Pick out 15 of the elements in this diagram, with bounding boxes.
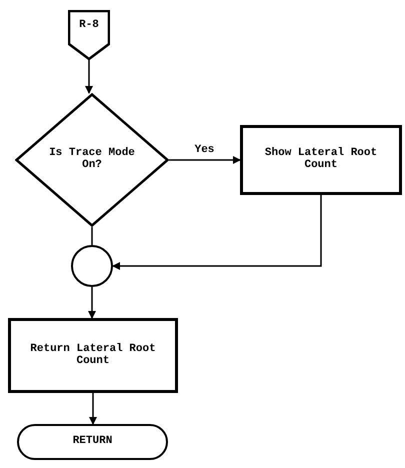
decision-diamond — [15, 93, 169, 227]
node-text: RETURN — [72, 436, 112, 448]
node-text: Return Lateral Root Count — [29, 344, 157, 368]
process-box — [8, 318, 178, 393]
arrow — [169, 156, 241, 164]
process-box — [240, 125, 402, 195]
arrow — [89, 393, 97, 425]
arrow — [88, 287, 96, 319]
node-text: Is Trace Mode On? — [48, 148, 136, 172]
node-text: R-8 — [79, 20, 99, 32]
arrow — [85, 60, 93, 94]
terminator — [17, 424, 168, 460]
off-page-connector — [68, 10, 110, 60]
node-text: Show Lateral Root Count — [264, 148, 378, 172]
arrow — [112, 195, 322, 270]
